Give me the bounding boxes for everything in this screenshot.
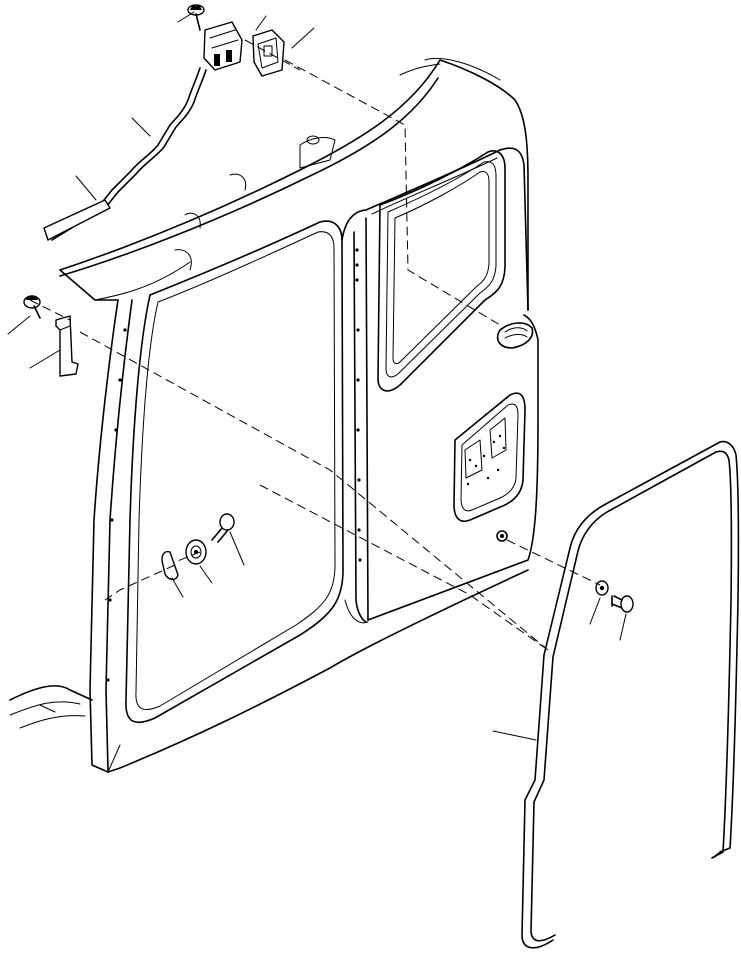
assembly-lines xyxy=(29,39,601,651)
bolt xyxy=(23,295,41,319)
door-stopper-bracket xyxy=(252,29,285,77)
bumper-rubber xyxy=(185,539,207,565)
rear-window xyxy=(377,150,506,392)
bolt xyxy=(187,4,205,31)
door-weatherstrip-seal xyxy=(521,440,740,949)
cab-frame xyxy=(9,57,539,773)
washer xyxy=(595,580,609,596)
rear-side-panel xyxy=(453,392,526,542)
callout-leaders xyxy=(7,11,627,741)
cushion-clip xyxy=(161,550,179,581)
bolt xyxy=(211,513,235,543)
side-bracket xyxy=(55,315,79,377)
clamp xyxy=(203,21,243,71)
door-lock-striker xyxy=(496,322,534,349)
bolt xyxy=(611,595,634,613)
wire-harness xyxy=(43,67,207,241)
